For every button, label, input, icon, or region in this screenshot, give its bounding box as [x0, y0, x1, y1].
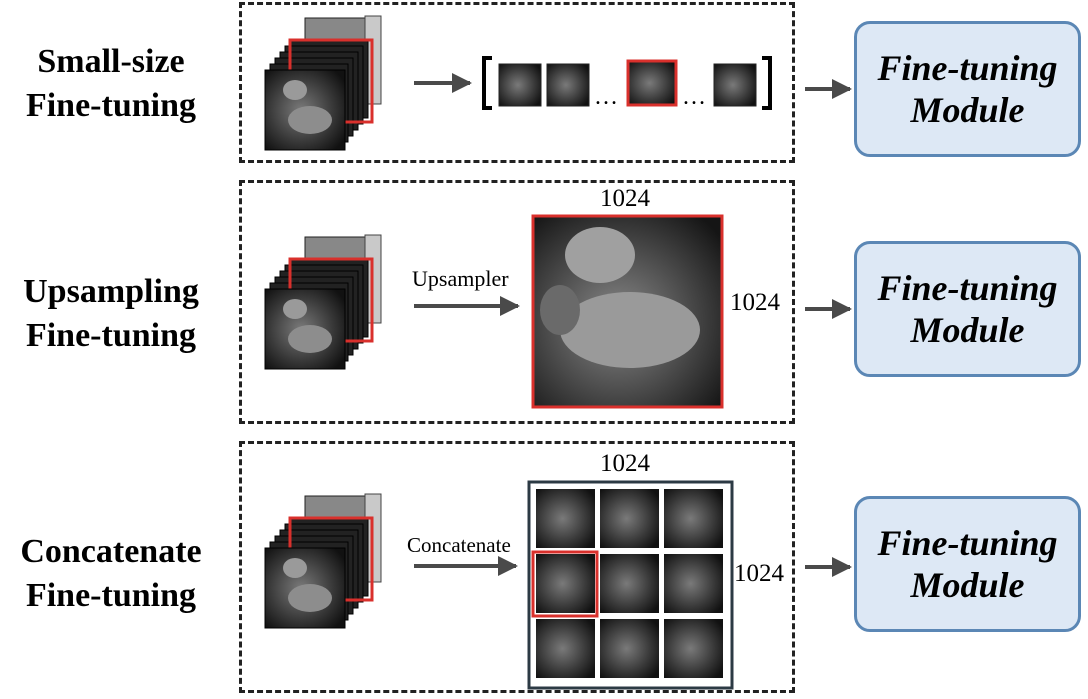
- slice-thumbnail: [713, 63, 757, 107]
- volume-stack-icon: [264, 493, 382, 629]
- slice-thumbnail: [546, 63, 590, 107]
- row-label-small-size: Small-size Fine-tuning: [0, 40, 222, 128]
- row-label-concatenate: Concatenate Fine-tuning: [0, 530, 222, 618]
- row-label-line: Fine-tuning: [25, 87, 197, 124]
- panel-small-size: [239, 2, 795, 163]
- fine-tuning-module-upsampling: Fine-tuning Module: [854, 241, 1081, 377]
- left-bracket: [482, 56, 492, 110]
- grid-tile: [664, 554, 723, 613]
- grid-tile: [536, 489, 595, 548]
- row-label-line: Fine-tuning: [25, 577, 197, 614]
- width-dimension-label: 1024: [600, 185, 650, 212]
- height-dimension-label: 1024: [734, 560, 784, 587]
- grid-tile-highlighted: [536, 554, 595, 613]
- module-label-line: Module: [910, 90, 1025, 130]
- grid-tile: [664, 489, 723, 548]
- operation-label-concatenate: Concatenate: [407, 533, 511, 557]
- module-label-line: Module: [910, 565, 1025, 605]
- module-label-line: Fine-tuning: [877, 523, 1058, 563]
- module-label-line: Fine-tuning: [877, 48, 1058, 88]
- ellipsis: …: [594, 84, 618, 110]
- panel-concatenate: [239, 441, 795, 693]
- row-label-line: Concatenate: [20, 533, 202, 570]
- grid-tile: [536, 619, 595, 678]
- row-label-line: Upsampling: [23, 273, 199, 310]
- upsampled-image: [531, 214, 724, 409]
- volume-stack-icon: [264, 234, 382, 370]
- grid-tile: [600, 554, 659, 613]
- width-dimension-label: 1024: [600, 450, 650, 477]
- row-label-line: Small-size: [37, 43, 185, 80]
- concatenated-grid: [527, 480, 734, 690]
- grid-tile: [664, 619, 723, 678]
- grid-tile: [600, 489, 659, 548]
- fine-tuning-module-small-size: Fine-tuning Module: [854, 21, 1081, 157]
- module-label-line: Module: [910, 310, 1025, 350]
- operation-label-upsampler: Upsampler: [412, 266, 509, 291]
- right-bracket: [762, 56, 772, 110]
- height-dimension-label: 1024: [730, 289, 780, 316]
- slice-thumbnail-highlighted: [626, 59, 678, 107]
- fine-tuning-module-concatenate: Fine-tuning Module: [854, 496, 1081, 632]
- grid-tile: [600, 619, 659, 678]
- ellipsis: …: [682, 84, 706, 110]
- slice-sequence: [482, 56, 772, 110]
- volume-stack-icon: [264, 15, 382, 151]
- slice-thumbnail: [498, 63, 542, 107]
- module-label-line: Fine-tuning: [877, 268, 1058, 308]
- row-label-upsampling: Upsampling Fine-tuning: [0, 270, 222, 358]
- panel-upsampling: [239, 180, 795, 424]
- row-label-line: Fine-tuning: [25, 317, 197, 354]
